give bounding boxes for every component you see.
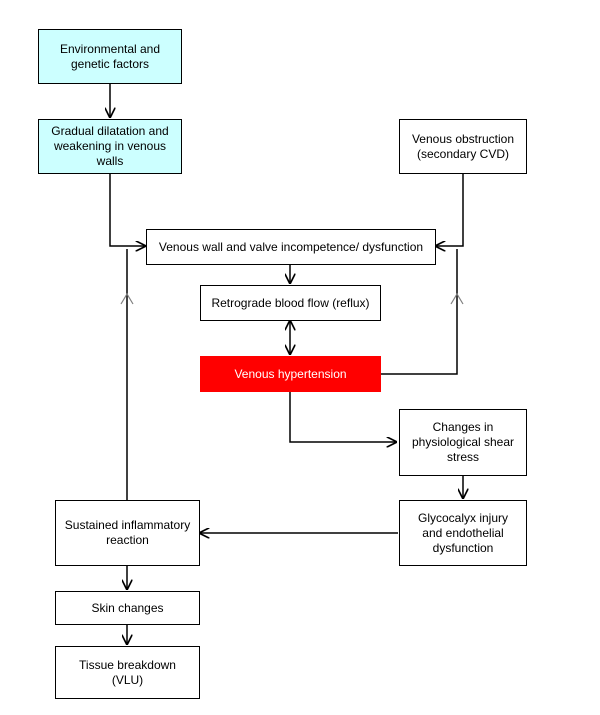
node-obstruction: Venous obstruction (secondary CVD)	[399, 119, 527, 174]
chevron-up-icon	[450, 292, 464, 305]
node-incompetence: Venous wall and valve incompetence/ dysf…	[146, 229, 436, 265]
arrow-dilatation-to-incompetence	[109, 174, 145, 246]
chevron-up-icon	[120, 292, 134, 305]
node-reflux: Retrograde blood flow (reflux)	[200, 285, 381, 321]
node-hypertension: Venous hypertension	[200, 356, 381, 392]
feedback-hypertension-to-incompetence	[381, 249, 458, 375]
node-tissue: Tissue breakdown (VLU)	[55, 646, 200, 699]
node-glycocalyx: Glycocalyx injury and endothelial dysfun…	[399, 500, 527, 566]
node-inflammatory: Sustained inflammatory reaction	[55, 500, 200, 566]
node-shear-stress: Changes in physiological shear stress	[399, 409, 527, 476]
node-skin: Skin changes	[55, 591, 200, 625]
arrow-obstruction-to-incompetence	[436, 174, 464, 246]
node-dilatation: Gradual dilatation and weakening in veno…	[38, 119, 182, 174]
node-environmental: Environmental and genetic factors	[38, 29, 182, 84]
arrow-hypertension-to-shear-stress	[289, 392, 396, 442]
